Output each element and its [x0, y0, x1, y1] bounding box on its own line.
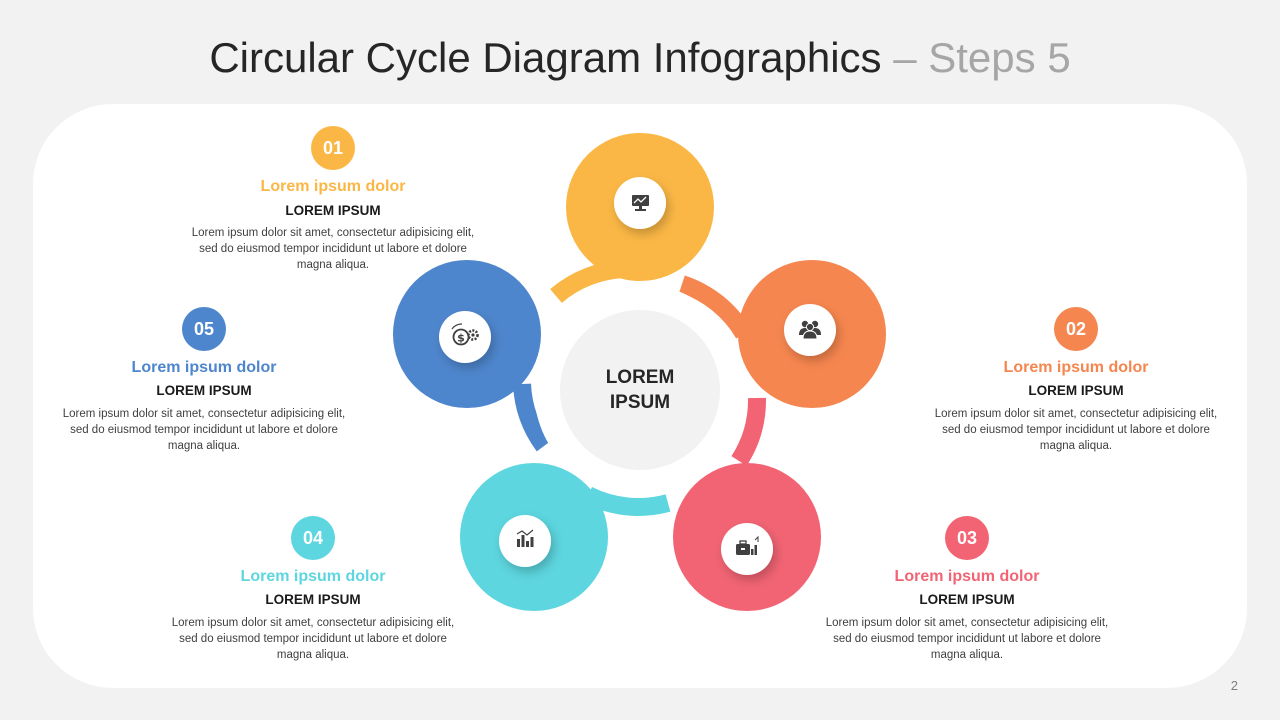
step-number-01: 01 — [311, 126, 355, 170]
step-subheading-03: LOREM IPSUM — [919, 592, 1015, 607]
step-heading-02: Lorem ipsum dolor — [1003, 359, 1149, 376]
step-body-02: Lorem ipsum dolor sit amet, consectetur … — [934, 408, 1218, 452]
bar-chart-icon — [516, 529, 534, 547]
step-number-05: 05 — [182, 307, 226, 351]
step-body-05: Lorem ipsum dolor sit amet, consectetur … — [62, 408, 346, 452]
step-body-01: Lorem ipsum dolor sit amet, consectetur … — [191, 227, 475, 271]
step-subheading-01: LOREM IPSUM — [285, 203, 381, 218]
center-label: LOREM IPSUM — [605, 367, 675, 413]
slide-title: Circular Cycle Diagram Infographics – St… — [0, 30, 1280, 86]
step-subheading-05: LOREM IPSUM — [156, 383, 252, 398]
step-heading-03: Lorem ipsum dolor — [894, 568, 1040, 585]
arc-step-05 — [513, 383, 552, 452]
page-number: 2 — [1230, 678, 1238, 693]
money-gear-icon: $ — [451, 323, 479, 346]
title-sub: – Steps 5 — [893, 34, 1071, 81]
step-heading-01: Lorem ipsum dolor — [260, 178, 406, 195]
step-heading-04: Lorem ipsum dolor — [240, 568, 386, 585]
step-number-03: 03 — [945, 516, 989, 560]
center-circle — [560, 310, 720, 470]
title-main: Circular Cycle Diagram Infographics — [209, 34, 882, 81]
icon-badge-05 — [439, 311, 491, 363]
monitor-chart-icon — [632, 195, 649, 211]
team-icon — [799, 320, 821, 340]
step-number-02: 02 — [1054, 307, 1098, 351]
step-body-03: Lorem ipsum dolor sit amet, consectetur … — [825, 617, 1109, 661]
step-body-04: Lorem ipsum dolor sit amet, consectetur … — [171, 617, 455, 661]
step-number-04: 04 — [291, 516, 335, 560]
step-subheading-02: LOREM IPSUM — [1028, 383, 1124, 398]
step-subheading-04: LOREM IPSUM — [265, 592, 361, 607]
icon-badge-04 — [499, 515, 551, 567]
briefcase-chart-icon — [736, 535, 759, 555]
svg-text:$: $ — [457, 332, 465, 345]
arc-step-03 — [731, 397, 766, 466]
step-heading-05: Lorem ipsum dolor — [131, 359, 277, 376]
